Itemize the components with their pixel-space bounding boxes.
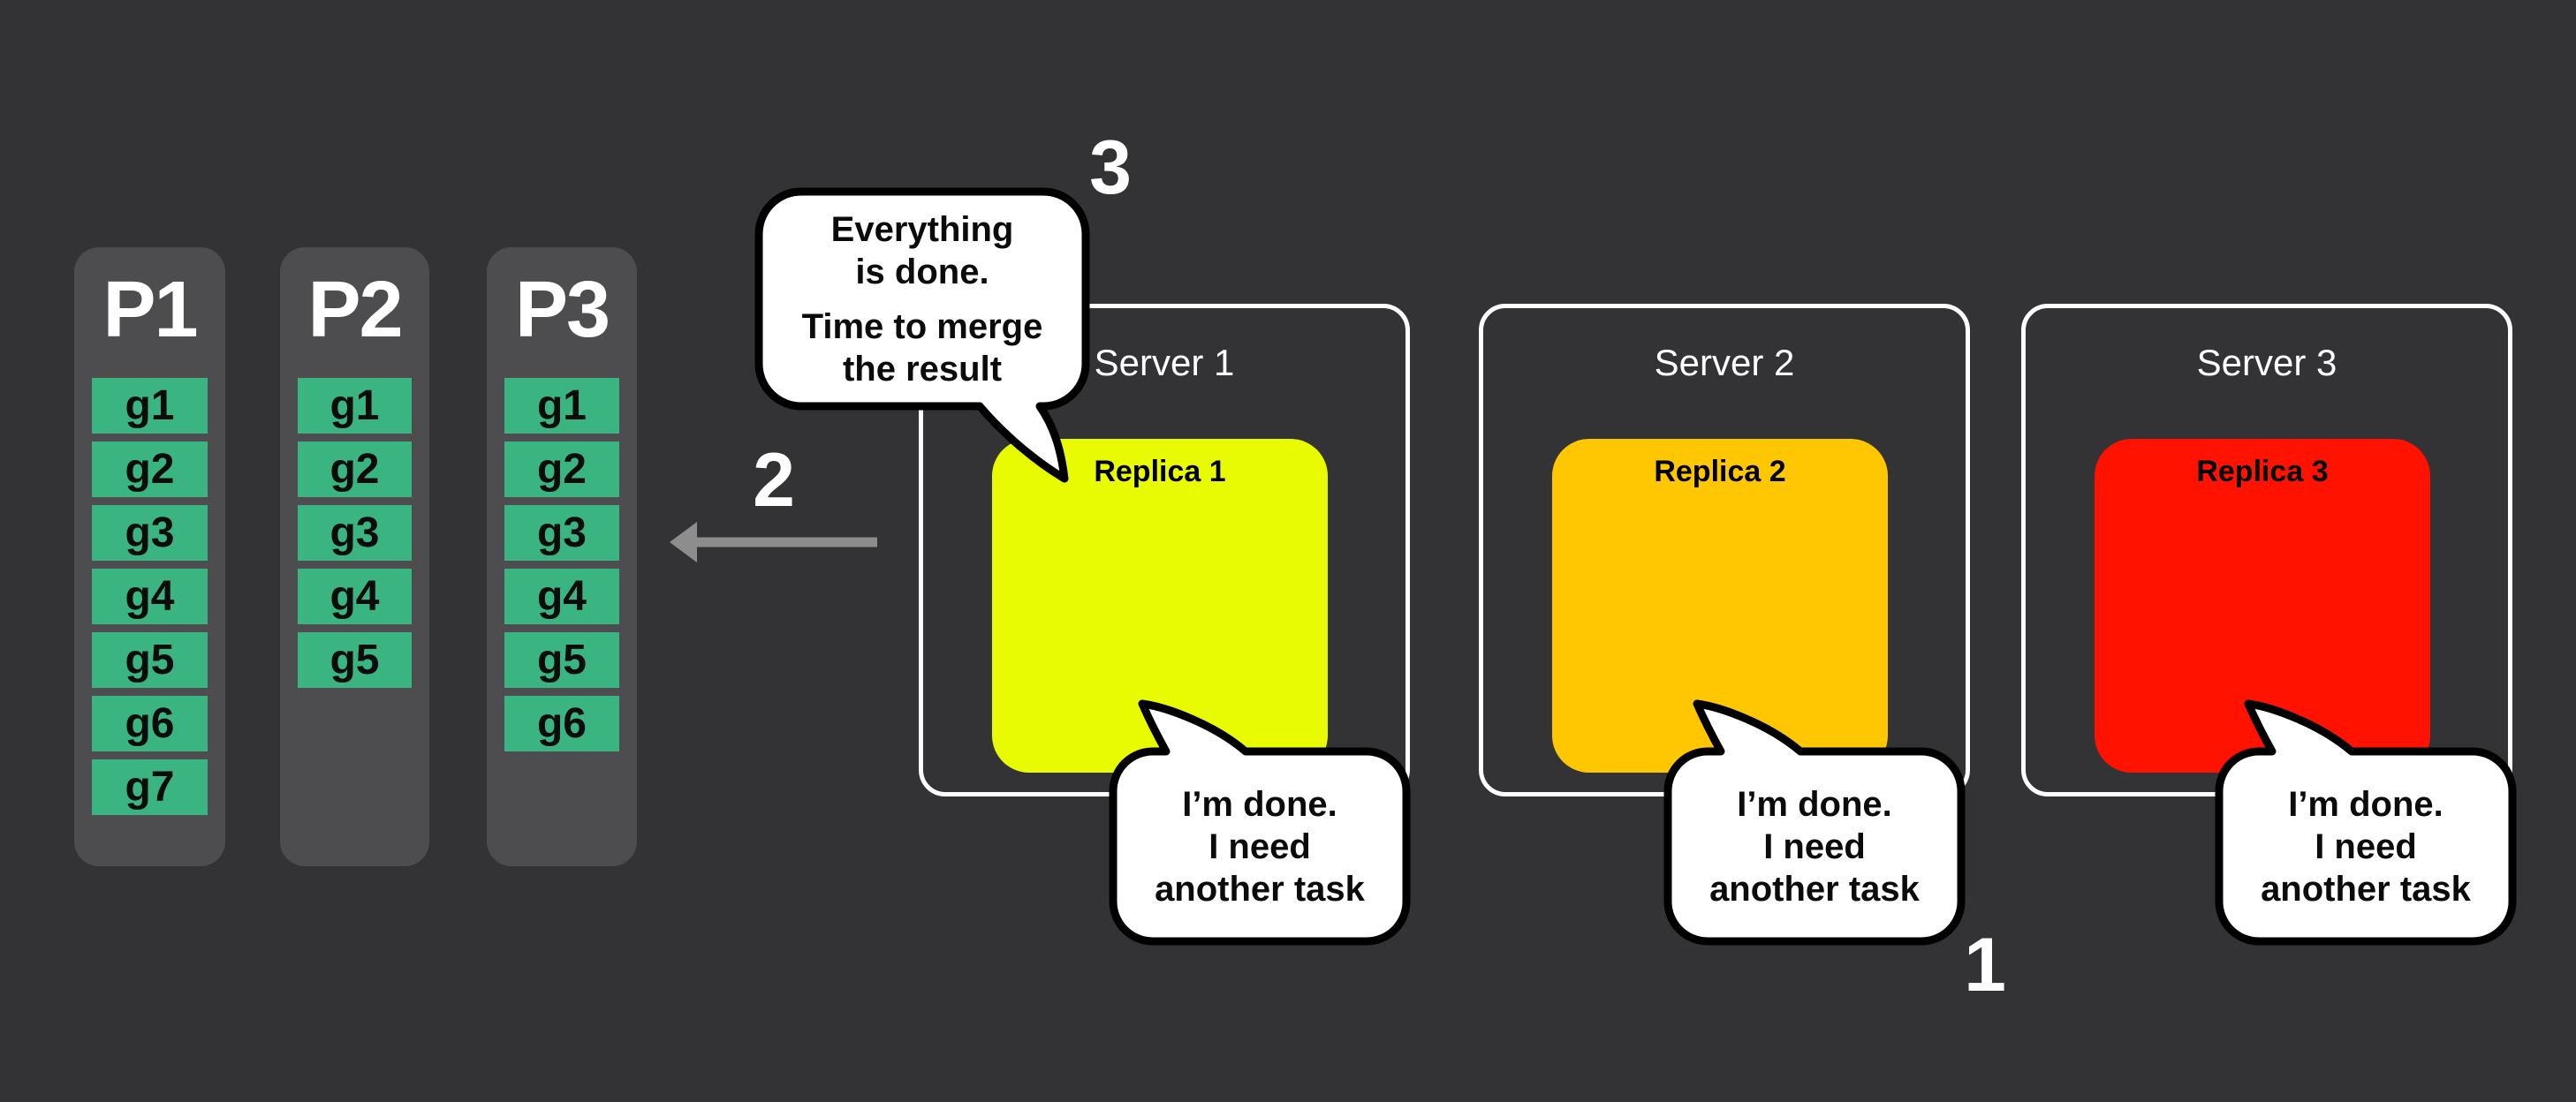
task-chip: g1 [504, 378, 619, 434]
bubble-outline [2215, 699, 2517, 946]
task-chip: g2 [92, 442, 208, 497]
bubble-line: I’m done. [1182, 784, 1337, 824]
server-title: Server 3 [2196, 342, 2337, 383]
replica-title: Replica 3 [2196, 455, 2329, 488]
bubble-line: another task [1155, 869, 1365, 909]
task-chip: g1 [298, 378, 412, 434]
task-chip: g6 [92, 696, 208, 751]
bubble-outline [1109, 699, 1411, 946]
task-chip: g2 [298, 442, 412, 497]
bubble-line: I need [1208, 826, 1311, 866]
assign-task-arrow [670, 522, 877, 562]
merge-speech-bubble: Everything is done. Time to merge the re… [754, 187, 1090, 487]
bubble-line: another task [1709, 869, 1920, 909]
partition-title: P2 [307, 266, 403, 354]
partition-title: P3 [514, 266, 610, 354]
done-bubble-text: I’m done. I need another task [1113, 751, 1406, 941]
step-2-label: 2 [753, 438, 795, 523]
task-chip: g6 [504, 696, 619, 751]
done-speech-bubble-3: I’m done. I need another task [2215, 699, 2527, 956]
bubble-line: the result [842, 349, 1003, 389]
task-chip: g2 [504, 442, 619, 497]
done-bubble-text: I’m done. I need another task [2219, 751, 2512, 941]
task-chip: g4 [504, 569, 619, 624]
bubble-line: I’m done. [2288, 784, 2443, 824]
task-chip: g3 [298, 505, 412, 561]
task-chip: g4 [298, 569, 412, 624]
done-bubble-text: I’m done. I need another task [1668, 751, 1961, 941]
bubble-line: I need [2315, 826, 2417, 866]
bubble-line: Everything [830, 209, 1014, 249]
task-chip: g7 [92, 759, 208, 815]
partition-p1: P1 g1 g2 g3 g4 g5 g6 g7 [74, 247, 225, 866]
bubble-line: I need [1763, 826, 1866, 866]
bubble-line: is done. [855, 252, 989, 291]
replica-title: Replica 1 [1094, 455, 1226, 488]
step-1-label: 1 [1964, 923, 2006, 1008]
bubble-line: another task [2261, 869, 2471, 909]
task-list: g1 g2 g3 g4 g5 [298, 378, 412, 688]
step-3-label: 3 [1089, 125, 1132, 210]
partition-p3: P3 g1 g2 g3 g4 g5 g6 [487, 247, 637, 866]
replica-title: Replica 2 [1654, 455, 1786, 488]
task-chip: g4 [92, 569, 208, 624]
server-title: Server 1 [1094, 342, 1235, 383]
task-chip: g5 [298, 632, 412, 688]
server-3-box: Server 3 Replica 3 [2021, 304, 2512, 796]
task-chip: g5 [92, 632, 208, 688]
bubble-outline [754, 187, 1090, 483]
task-chip: g3 [504, 505, 619, 561]
task-list: g1 g2 g3 g4 g5 g6 [504, 378, 619, 751]
bubble-line: Time to merge [801, 306, 1043, 346]
task-chip: g5 [504, 632, 619, 688]
bubble-outline [1663, 699, 1966, 946]
partition-title: P1 [102, 266, 198, 354]
task-chip: g1 [92, 378, 208, 434]
bubble-line: I’m done. [1737, 784, 1892, 824]
partition-p2: P2 g1 g2 g3 g4 g5 [280, 247, 429, 866]
task-list: g1 g2 g3 g4 g5 g6 g7 [92, 378, 208, 815]
done-speech-bubble-1: I’m done. I need another task [1109, 699, 1421, 956]
done-speech-bubble-2: I’m done. I need another task [1663, 699, 1975, 956]
arrow-head-icon [670, 522, 697, 562]
task-chip: g3 [92, 505, 208, 561]
merge-bubble-text: Everything is done. Time to merge the re… [759, 192, 1086, 406]
server-title: Server 2 [1654, 342, 1795, 383]
